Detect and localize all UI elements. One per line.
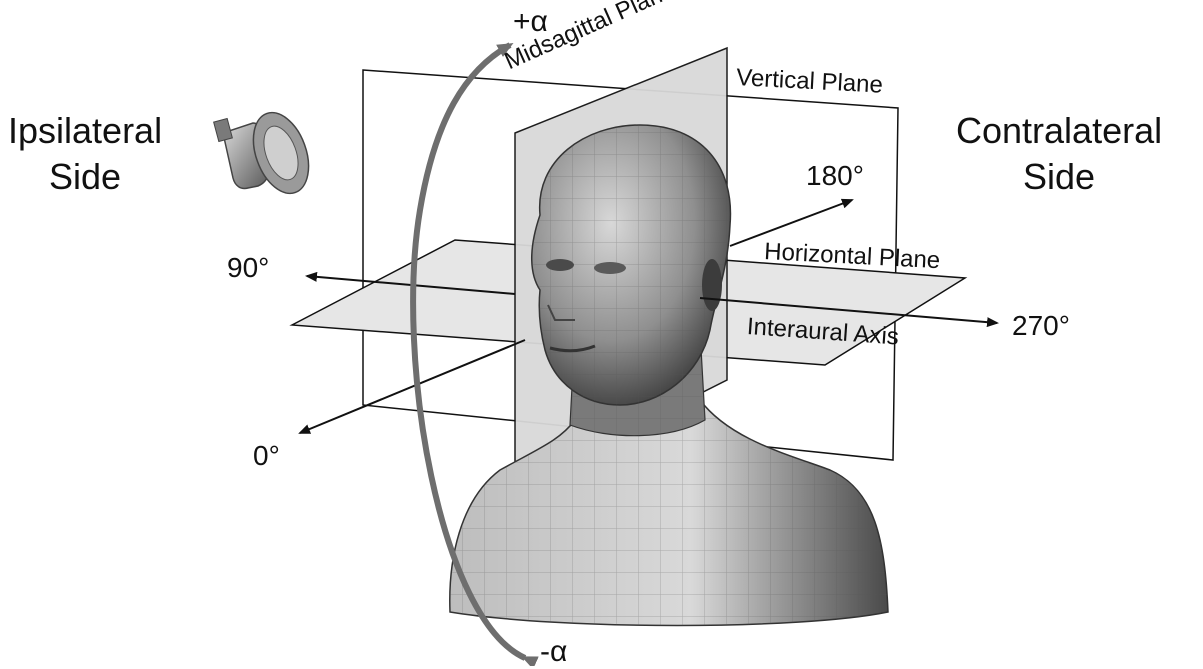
loudspeaker-icon (214, 105, 319, 201)
contralateral-line-1: Contralateral (956, 108, 1162, 154)
ipsilateral-line-2: Side (8, 154, 162, 200)
azimuth-90-label: 90° (227, 252, 269, 284)
azimuth-0-label: 0° (253, 440, 280, 472)
contralateral-side-label: Contralateral Side (956, 108, 1162, 200)
contralateral-line-2: Side (956, 154, 1162, 200)
azimuth-180-label: 180° (806, 160, 864, 192)
minus-alpha-label: -α (540, 635, 567, 669)
ipsilateral-line-1: Ipsilateral (8, 108, 162, 154)
azimuth-270-label: 270° (1012, 310, 1070, 342)
ipsilateral-side-label: Ipsilateral Side (8, 108, 162, 200)
